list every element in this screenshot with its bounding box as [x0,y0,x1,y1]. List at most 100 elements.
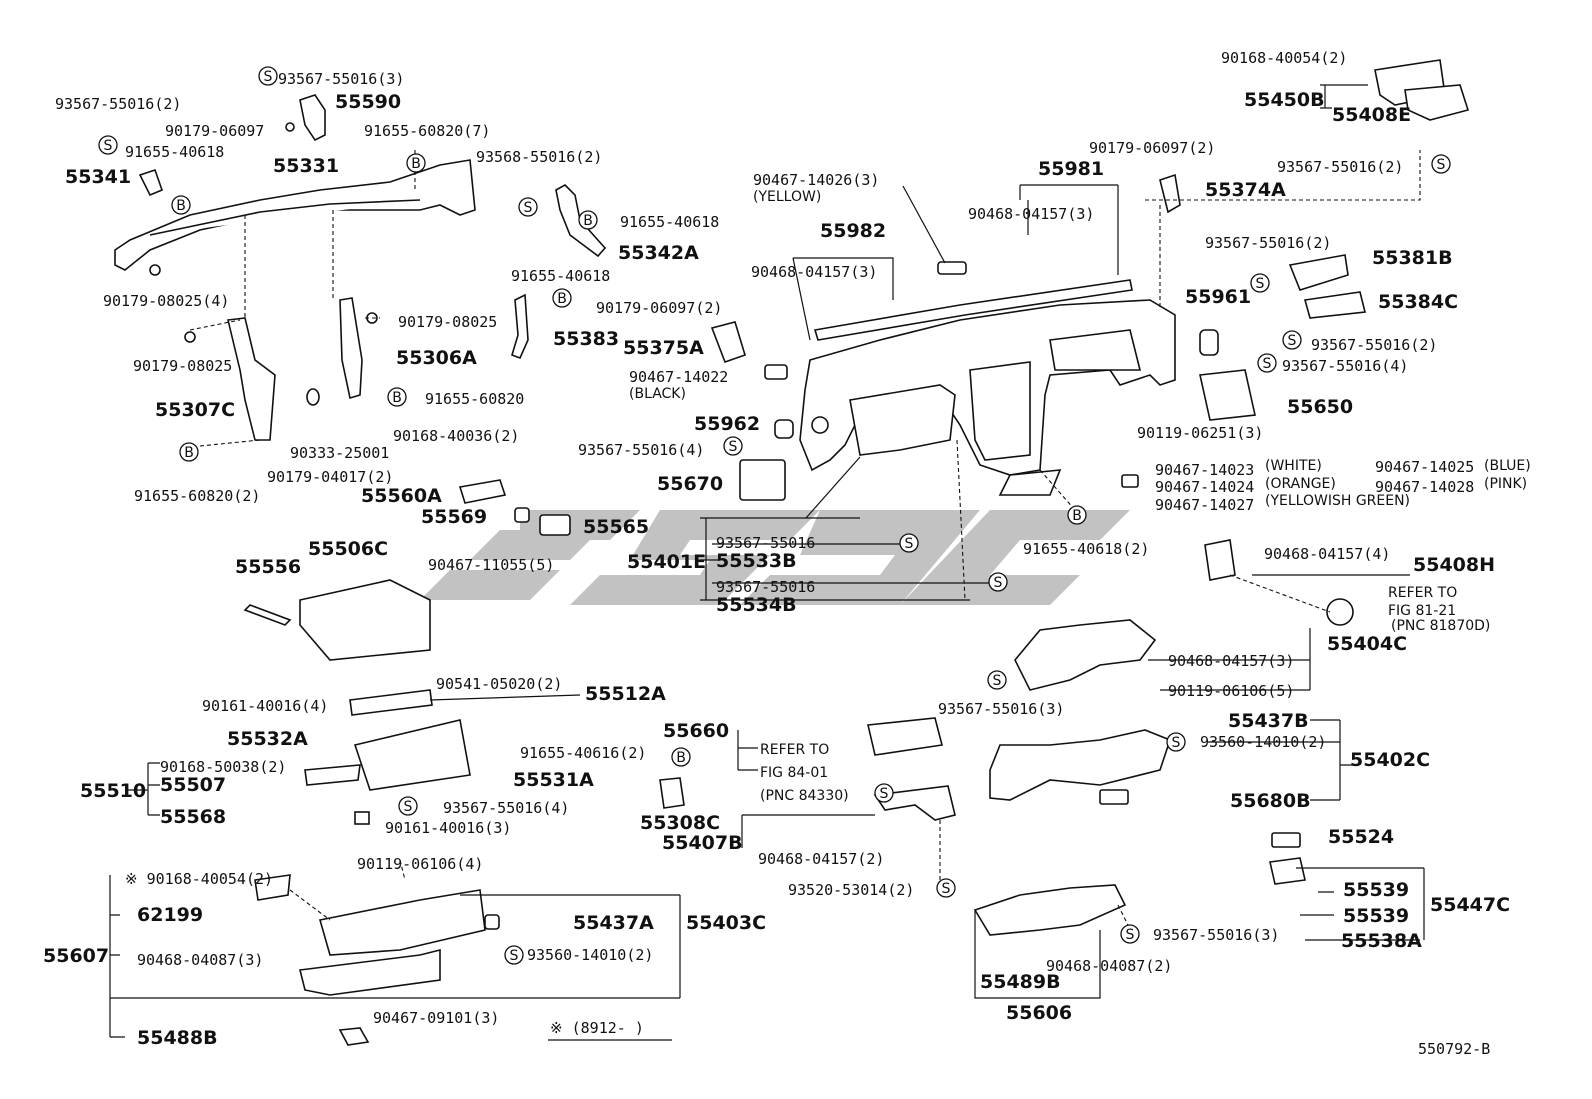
symbol-b-label: B [392,390,402,406]
symbol-b-circle [671,747,691,767]
part-label: 93560-14010(2) [527,946,653,964]
part-label: 90161-40016(4) [202,697,328,715]
part-label: 90333-25001 [290,444,389,462]
part-label: 93567-55016(2) [1311,336,1437,354]
symbol-s-label: S [264,69,273,85]
symbol-s-label: S [1256,276,1265,292]
part-label: 55437A [573,912,654,934]
symbol-s-circle [723,436,743,456]
part-label: 90467-14023 [1155,461,1254,479]
part-label: 93567-55016(2) [1277,158,1403,176]
symbol-s-circle [1120,924,1140,944]
part-label: 90119-06106(5) [1168,682,1294,700]
part-label: 90467-14027 [1155,496,1254,514]
part-label: (PINK) [1484,476,1527,492]
symbol-s-label: S [104,138,113,154]
part-label: 55408H [1413,554,1495,576]
symbol-s-label: S [729,439,738,455]
symbol-s-label: S [993,673,1002,689]
symbol-s-circle [1250,273,1270,293]
part-label: 55556 [235,556,301,578]
part-label: 55539 [1343,879,1409,901]
symbol-b-label: B [676,750,686,766]
symbol-b-circle [578,210,598,230]
part-label: 55569 [421,506,487,528]
part-label: 90468-04157(4) [1264,545,1390,563]
part-label: 90467-14022 [629,368,728,386]
symbol-s-circle [874,783,894,803]
symbol-b-label: B [184,445,194,461]
reinforcement-assembly [114,94,607,447]
symbol-s-label: S [1172,735,1181,751]
part-label: 90161-40016(3) [385,819,511,837]
part-label: 90119-06251(3) [1137,424,1263,442]
part-label: 93567-55016 [716,578,815,596]
part-label: 90179-06097 [165,122,264,140]
part-label: 91655-60820(7) [364,122,490,140]
part-label: 90168-50038(2) [160,758,286,776]
symbol-b-circle [387,387,407,407]
part-label: 55308C [640,812,720,834]
symbol-s-circle [504,945,524,965]
part-label: 55489B [980,971,1061,993]
symbol-s-label: S [905,536,914,552]
part-label: 55606 [1006,1002,1072,1024]
part-label: 55450B [1244,89,1325,111]
symbol-s-circle [518,197,538,217]
symbol-b-label: B [583,213,593,229]
part-label: 90179-08025(4) [103,292,229,310]
part-label: 90467-14025 [1375,458,1474,476]
part-label: 90179-08025 [133,357,232,375]
part-label: 91655-60820(2) [134,487,260,505]
symbol-s-circle [988,572,1008,592]
part-label: 55506C [308,538,388,560]
symbol-s-circle [1166,732,1186,752]
symbol-s-label: S [942,881,951,897]
part-label: 90468-04087(2) [1046,957,1172,975]
part-label: 55981 [1038,158,1104,180]
part-label: 55510 [80,780,146,802]
part-label: 55568 [160,806,226,828]
part-label: 55660 [663,720,729,742]
part-label: 90168-40036(2) [393,427,519,445]
symbol-b-label: B [557,291,567,307]
part-label: 55341 [65,166,131,188]
part-label: 93567-55016(3) [1153,926,1279,944]
part-label: 55534B [716,594,797,616]
part-label: 90467-14026(3) [753,171,879,189]
part-label: 55437B [1228,710,1309,732]
part-label: (PNC 84330) [760,788,849,804]
part-label: 55401E [627,551,706,573]
part-label: 55650 [1287,396,1353,418]
part-label: 91655-40618 [511,267,610,285]
part-label: 55590 [335,91,401,113]
part-label: 93567-55016(3) [938,700,1064,718]
part-label: (YELLOW) [753,189,821,205]
symbol-s-circle [936,878,956,898]
part-label: 55407B [662,832,743,854]
symbol-s-circle [987,670,1007,690]
symbol-b-circle [179,442,199,462]
symbol-b-circle [171,195,191,215]
part-label: REFER TO [760,742,829,758]
part-label: 90168-40054(2) [1221,49,1347,67]
symbol-s-circle [258,66,278,86]
symbol-s-circle [98,135,118,155]
part-label: 62199 [137,904,203,926]
instrument-panel [799,261,1176,496]
part-label: (BLUE) [1484,458,1531,474]
part-label: 55560A [361,485,442,507]
part-label: 55381B [1372,247,1453,269]
symbol-s-label: S [994,575,1003,591]
part-label: REFER TO [1388,585,1457,601]
part-label: 55307C [155,399,235,421]
part-label: 55533B [716,550,797,572]
part-label: 55538A [1341,930,1422,952]
part-label: FIG 84-01 [760,765,828,781]
watermark-logo [420,510,1130,605]
part-label: 55375A [623,337,704,359]
leader-lines [109,84,1425,1038]
symbol-b-circle [552,288,572,308]
